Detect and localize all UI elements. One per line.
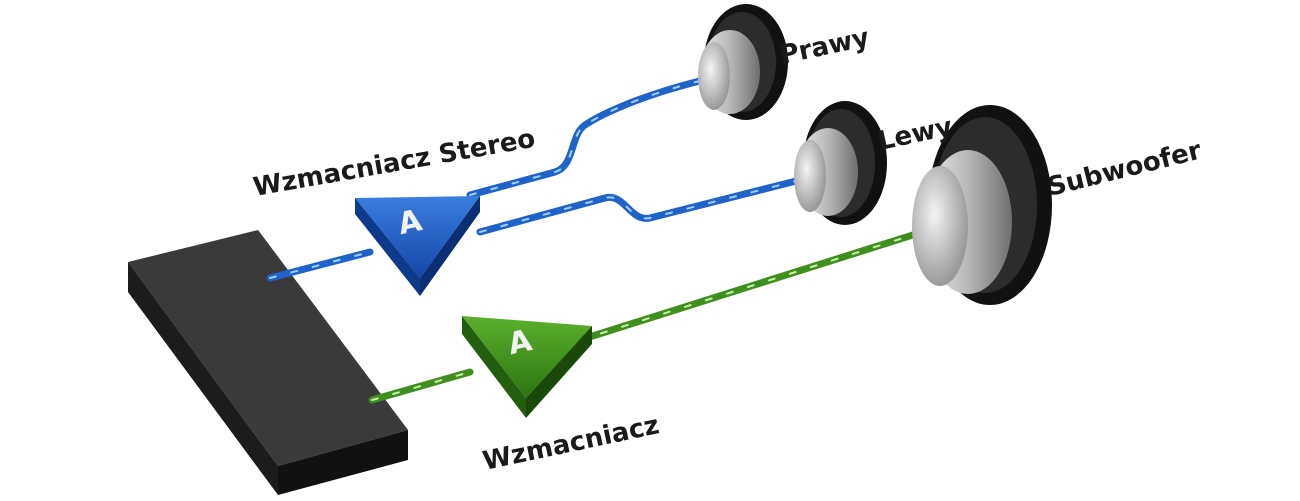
label-subwoofer: Subwoofer [1044,136,1204,203]
cable-to-left-speaker [476,174,812,236]
stereo-cables [266,74,812,282]
right-speaker [698,4,788,120]
subwoofer-speaker [912,105,1052,305]
cable-headunit-to-stereo-amp [266,248,374,282]
stereo-amplifier: A [355,196,480,296]
cable-amp-to-subwoofer [576,224,939,344]
sub-amplifier: A [462,316,592,418]
label-amp: Wzmacniacz [480,410,662,477]
left-speaker [794,101,887,225]
head-unit [128,230,408,495]
subwoofer-cable [368,224,939,404]
cable-to-right-speaker [466,74,716,199]
label-right: Prawy [777,23,872,71]
